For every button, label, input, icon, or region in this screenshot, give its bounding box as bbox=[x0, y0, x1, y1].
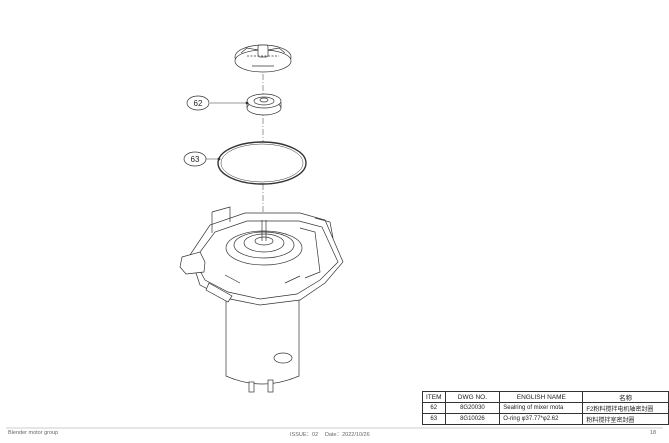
callout-63: 63 bbox=[183, 151, 207, 167]
svg-text:62: 62 bbox=[194, 99, 203, 108]
callout-62: 62 bbox=[186, 95, 210, 111]
table-header-row: ITEM DWG NO. ENGLISH NAME 名称 bbox=[422, 391, 669, 403]
cell-dwg-no: 8G10026 bbox=[444, 413, 501, 425]
footer-page-number: 18 bbox=[650, 430, 657, 436]
table-row: 62 8G20030 Sealring of mixer mota F2粉料搅拌… bbox=[422, 402, 669, 414]
mixing-blade-part bbox=[234, 44, 292, 73]
svg-text:63: 63 bbox=[191, 155, 200, 164]
header-chinese-name: 名称 bbox=[582, 391, 669, 403]
footer-issue: ISSUE：02 bbox=[290, 432, 319, 438]
cell-english-name: O-ring φ37.77*φ2.62 bbox=[499, 413, 584, 425]
header-english-name: ENGLISH NAME bbox=[499, 391, 584, 403]
footer-title: Blender motor group bbox=[8, 430, 59, 436]
cell-chinese-name: F2粉料搅拌电机轴密封圈 bbox=[582, 402, 669, 414]
header-item: ITEM bbox=[422, 391, 446, 403]
o-ring-part bbox=[217, 141, 307, 185]
cell-dwg-no: 8G20030 bbox=[444, 402, 501, 414]
motor-housing-assembly bbox=[179, 206, 344, 393]
table-row: 63 8G10026 O-ring φ37.77*φ2.62 粉料搅拌室密封圈 bbox=[422, 413, 669, 425]
parts-list-table: ITEM DWG NO. ENGLISH NAME 名称 62 8G20030 … bbox=[422, 391, 669, 425]
footer-date: Date：2022/10/26 bbox=[325, 432, 370, 438]
cell-english-name: Sealring of mixer mota bbox=[499, 402, 584, 414]
header-dwg-no: DWG NO. bbox=[444, 391, 501, 403]
cell-item: 63 bbox=[422, 413, 446, 425]
sealing-ring-part bbox=[246, 93, 282, 116]
cell-chinese-name: 粉料搅拌室密封圈 bbox=[582, 413, 669, 425]
cell-item: 62 bbox=[422, 402, 446, 414]
